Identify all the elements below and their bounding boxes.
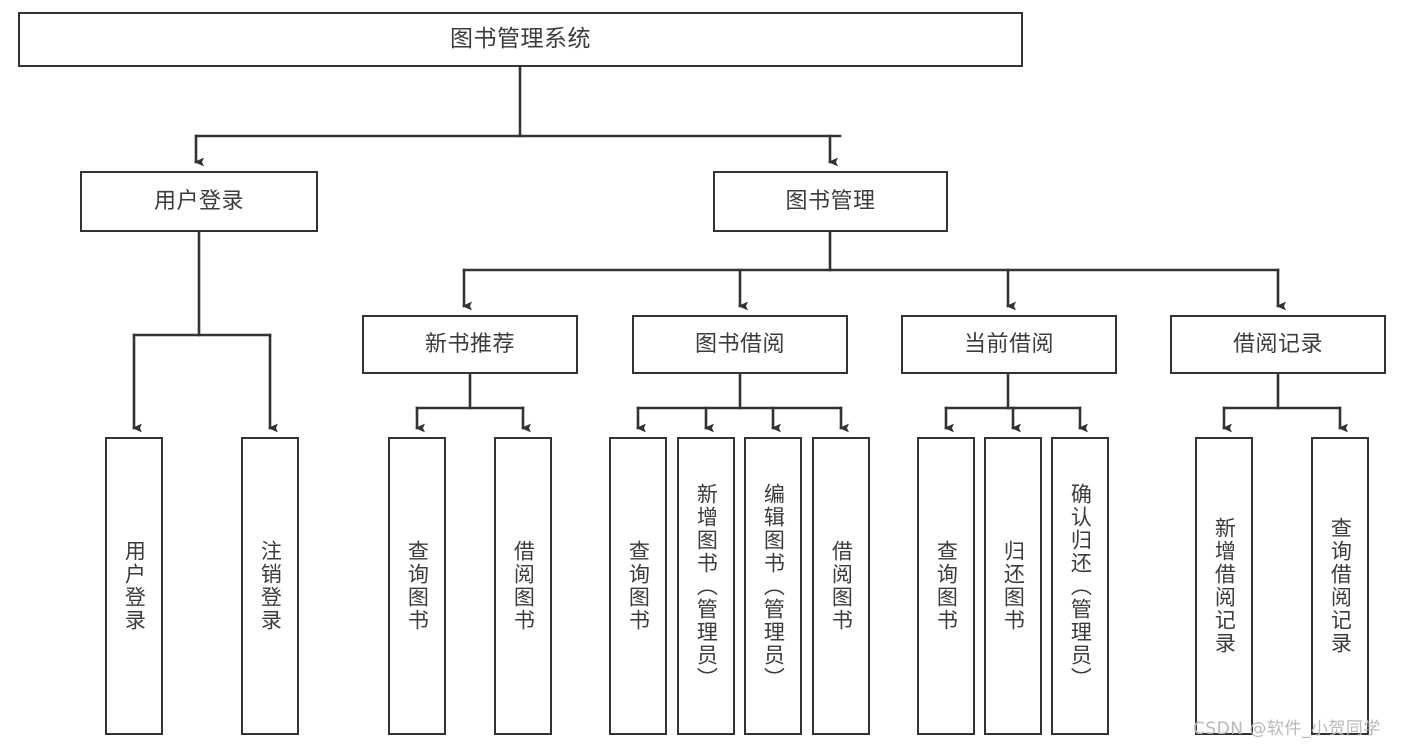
node-new-book-recommend-label: 新书推荐	[424, 331, 515, 357]
node-leaf-query-book-recommend-label: 查询图书	[405, 540, 430, 632]
node-leaf-query-book-current-label: 查询图书	[934, 540, 959, 632]
node-root-book-management-system[interactable]: 图书管理系统	[18, 12, 1023, 67]
node-leaf-borrow-book-recommend-label: 借阅图书	[511, 540, 536, 632]
node-current-borrow[interactable]: 当前借阅	[901, 315, 1117, 374]
node-leaf-user-login[interactable]: 用户登录	[105, 437, 163, 735]
node-leaf-user-login-label: 用户登录	[122, 540, 147, 632]
node-leaf-logout[interactable]: 注销登录	[241, 437, 299, 735]
node-leaf-add-borrow-record-label: 新增借阅记录	[1212, 517, 1237, 655]
node-leaf-query-book-recommend[interactable]: 查询图书	[388, 437, 446, 735]
node-leaf-logout-label: 注销登录	[258, 540, 283, 632]
node-book-management-label: 图书管理	[785, 188, 876, 214]
node-leaf-borrow-book-recommend[interactable]: 借阅图书	[494, 437, 552, 735]
node-leaf-query-book-borrow[interactable]: 查询图书	[609, 437, 667, 735]
node-leaf-query-book-current[interactable]: 查询图书	[917, 437, 975, 735]
node-root-label: 图书管理系统	[450, 25, 591, 52]
node-borrow-record[interactable]: 借阅记录	[1170, 315, 1386, 374]
csdn-watermark: CSDN @软件_小贺同学	[1193, 719, 1381, 739]
node-book-borrow-label: 图书借阅	[694, 331, 785, 357]
node-borrow-record-label: 借阅记录	[1232, 331, 1323, 357]
node-leaf-confirm-return[interactable]: 确认归还（管理员）	[1051, 437, 1109, 735]
node-user-login-label: 用户登录	[153, 188, 244, 214]
node-current-borrow-label: 当前借阅	[963, 331, 1054, 357]
node-leaf-add-book-label: 新增图书（管理员）	[694, 482, 719, 690]
node-leaf-return-book[interactable]: 归还图书	[984, 437, 1042, 735]
node-leaf-confirm-return-label: 确认归还（管理员）	[1068, 482, 1093, 690]
node-leaf-query-book-borrow-label: 查询图书	[626, 540, 651, 632]
node-leaf-edit-book[interactable]: 编辑图书（管理员）	[744, 437, 802, 735]
node-leaf-edit-book-label: 编辑图书（管理员）	[761, 482, 786, 690]
node-leaf-query-borrow-record-label: 查询借阅记录	[1328, 517, 1353, 655]
node-leaf-return-book-label: 归还图书	[1001, 540, 1026, 632]
node-leaf-add-borrow-record[interactable]: 新增借阅记录	[1195, 437, 1253, 735]
node-user-login[interactable]: 用户登录	[80, 171, 318, 232]
node-leaf-borrow-book[interactable]: 借阅图书	[812, 437, 870, 735]
node-leaf-query-borrow-record[interactable]: 查询借阅记录	[1311, 437, 1369, 735]
node-leaf-borrow-book-label: 借阅图书	[829, 540, 854, 632]
node-new-book-recommend[interactable]: 新书推荐	[362, 315, 578, 374]
node-book-management[interactable]: 图书管理	[713, 171, 948, 232]
node-book-borrow[interactable]: 图书借阅	[632, 315, 848, 374]
node-leaf-add-book[interactable]: 新增图书（管理员）	[677, 437, 735, 735]
